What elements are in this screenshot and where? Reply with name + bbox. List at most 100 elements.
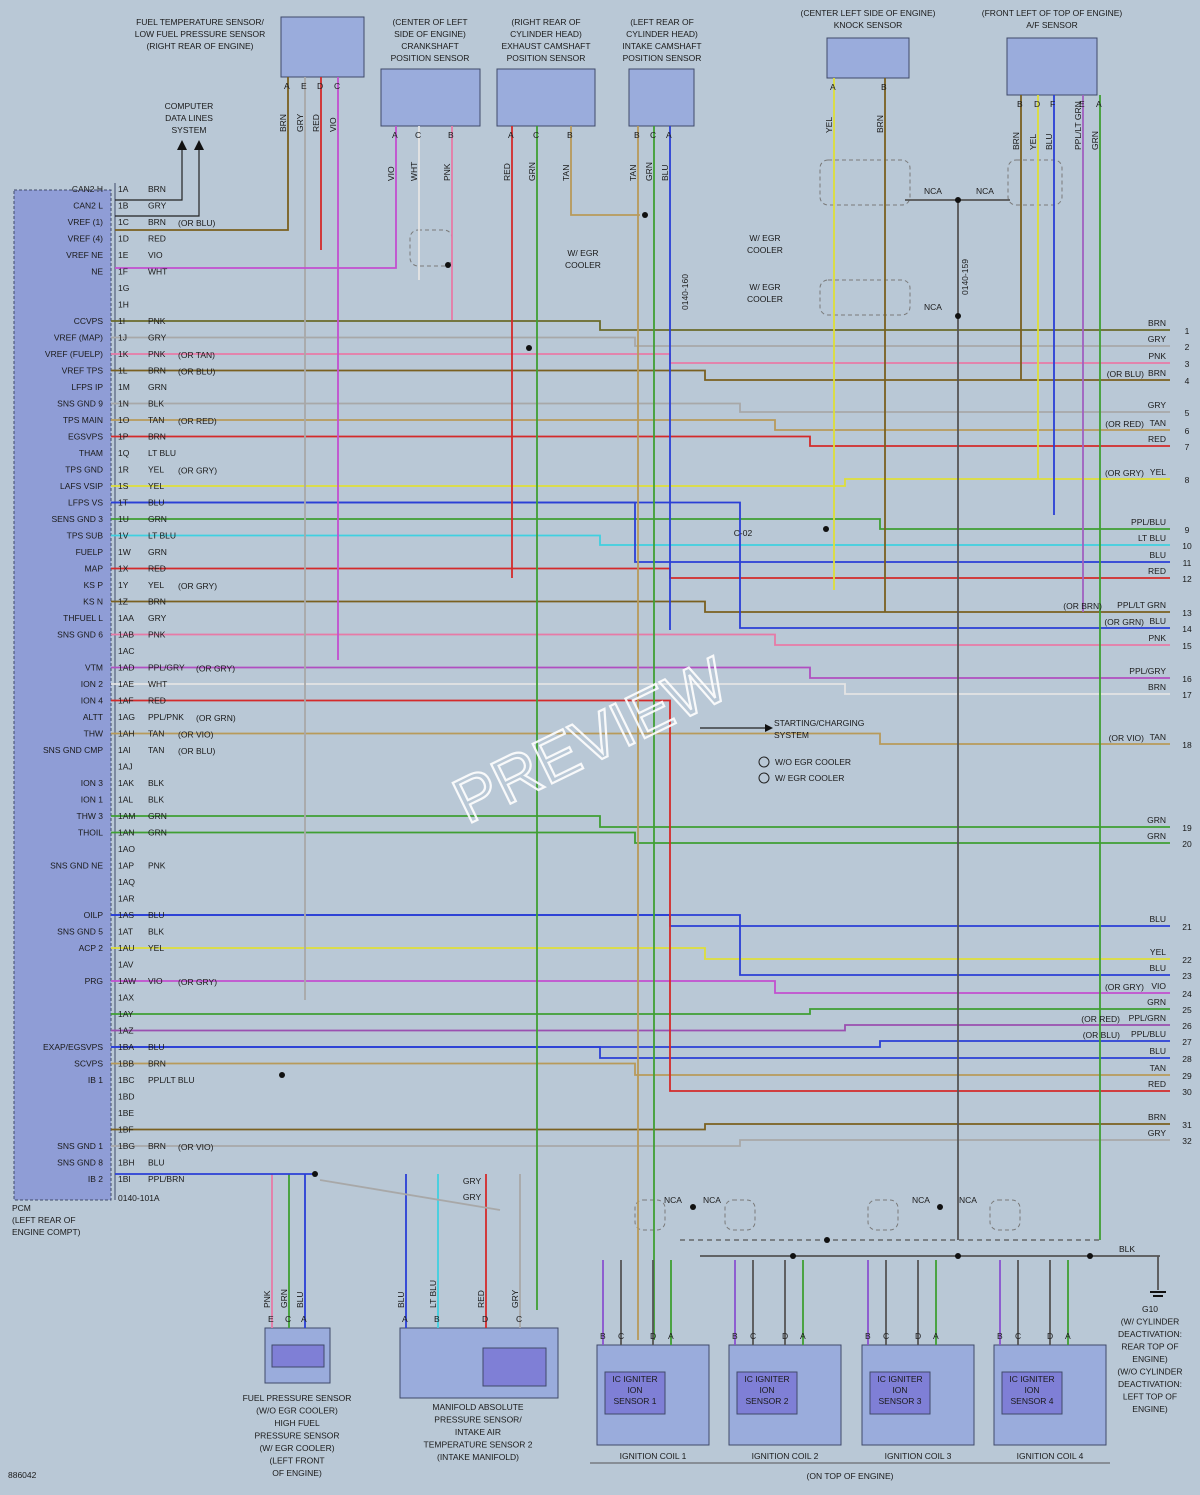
- wire-color-label: GRY: [463, 1176, 482, 1186]
- ground-g10-label: LEFT TOP OF: [1123, 1392, 1177, 1402]
- pcm-wire-color: TAN: [148, 729, 164, 739]
- output-2-number: 2: [1185, 342, 1190, 352]
- sensor-pin: B: [881, 82, 887, 92]
- harness-wire: [111, 683, 1170, 695]
- sensor-pin: B: [567, 130, 573, 140]
- pcm-wire-color: BLK: [148, 399, 164, 409]
- coil-igniter-label: IC IGNITER: [744, 1374, 789, 1384]
- pcm-wire-color: YEL: [148, 465, 164, 475]
- output-24-number: 24: [1182, 989, 1192, 999]
- pcm-pin-1ar: 1AR: [118, 894, 135, 904]
- knock-sensor-label: KNOCK SENSOR: [834, 20, 903, 30]
- coil-pin: A: [668, 1331, 674, 1341]
- sensor-pin: C: [650, 130, 656, 140]
- pcm-wire-color: RED: [148, 696, 166, 706]
- pcm-func: SENS GND 3: [52, 514, 104, 524]
- pcm-pin-1z: 1Z: [118, 597, 128, 607]
- sensor-pin: B: [634, 130, 640, 140]
- connector-c02: C-02: [734, 528, 753, 538]
- preview-watermark: PREVIEW: [442, 643, 739, 837]
- harness-wire: [111, 947, 1170, 960]
- pcm-pin-1ao: 1AO: [118, 844, 135, 854]
- splice-dot: [690, 1204, 696, 1210]
- output-6-color: TAN: [1150, 418, 1166, 428]
- pcm-func: CAN2 L: [73, 201, 103, 211]
- shield-icon: [989, 1199, 1021, 1231]
- output-2-color: GRY: [1148, 334, 1167, 344]
- ignition-coil-4-label: IGNITION COIL 4: [1017, 1451, 1084, 1461]
- pcm-wire-color: WHT: [148, 267, 167, 277]
- map-sensor-label: PRESSURE SENSOR/: [434, 1415, 522, 1425]
- pcm-func: SNS GND 9: [57, 399, 103, 409]
- pcm-func: SNS GND 1: [57, 1141, 103, 1151]
- output-18-number: 18: [1182, 740, 1192, 750]
- bottom-sensor-pin: E: [268, 1314, 274, 1324]
- shield-icon: [819, 279, 911, 316]
- splice-dot: [279, 1072, 285, 1078]
- pcm-func: THFUEL L: [63, 613, 103, 623]
- pcm-wire-color: TAN: [148, 745, 164, 755]
- output-10-number: 10: [1182, 541, 1192, 551]
- pcm-alt-color: (OR GRY): [178, 581, 217, 591]
- starting-charging-label: SYSTEM: [774, 730, 809, 740]
- legend-without-egr: W/O EGR COOLER: [775, 757, 851, 767]
- output-4-alt: (OR BLU): [1107, 369, 1144, 379]
- output-14-alt: (OR GRN): [1104, 617, 1144, 627]
- pcm-wire-color: BRN: [148, 1059, 166, 1069]
- coil-igniter-label: IC IGNITER: [877, 1374, 922, 1384]
- sensor-pin: A: [508, 130, 514, 140]
- arrow-head-icon: [177, 140, 187, 150]
- pcm-pin-1ah: 1AH: [118, 729, 135, 739]
- output-26-alt: (OR RED): [1081, 1014, 1120, 1024]
- pcm-wire-color: PPL/BRN: [148, 1174, 184, 1184]
- output-18-alt: (OR VIO): [1109, 733, 1145, 743]
- pcm-wire-color: PPL/LT BLU: [148, 1075, 194, 1085]
- fuel-pressure-label: (W/ EGR COOLER): [259, 1443, 334, 1453]
- output-7-color: RED: [1148, 434, 1166, 444]
- pcm-label: ENGINE COMPT): [12, 1227, 81, 1237]
- harness-wire: [111, 1123, 1170, 1131]
- output-32-number: 32: [1182, 1136, 1192, 1146]
- coil-sensor-label: SENSOR 4: [1011, 1396, 1054, 1406]
- output-27-color: PPL/BLU: [1131, 1029, 1166, 1039]
- output-11-color: BLU: [1149, 550, 1166, 560]
- sensor-pin: A: [284, 81, 290, 91]
- pcm-pin-1ad: 1AD: [118, 663, 135, 673]
- fuel-pressure-label: OF ENGINE): [272, 1468, 322, 1478]
- shield-icon: [724, 1199, 756, 1231]
- pcm-pin-1p: 1P: [118, 432, 129, 442]
- output-25-number: 25: [1182, 1005, 1192, 1015]
- bottom-sensor-wire-color: PNK: [262, 1290, 272, 1308]
- pcm-func: EXAP/EGSVPS: [43, 1042, 103, 1052]
- coil-sensor-label: SENSOR 2: [746, 1396, 789, 1406]
- pcm-func: TPS MAIN: [63, 415, 103, 425]
- output-19-number: 19: [1182, 823, 1192, 833]
- egr-cooler-label: W/ EGR: [749, 233, 780, 243]
- sensor-wire-color: BLU: [660, 164, 670, 181]
- ground-wire-color: BLK: [1119, 1244, 1135, 1254]
- harness-wire: [111, 501, 1170, 563]
- pcm-wire-color: BLK: [148, 778, 164, 788]
- output-4-color: BRN: [1148, 368, 1166, 378]
- pcm-pin-1d: 1D: [118, 234, 129, 244]
- coil-pin: B: [997, 1331, 1003, 1341]
- harness-wire: [111, 518, 1170, 530]
- pcm-pin-1ag: 1AG: [118, 712, 135, 722]
- pcm-func: THOIL: [78, 828, 103, 838]
- pcm-pin-1aj: 1AJ: [118, 762, 133, 772]
- splice-dot: [526, 345, 532, 351]
- fuel-pressure-label: (W/O EGR COOLER): [256, 1406, 338, 1416]
- sensor-wire-color: YEL: [824, 117, 834, 133]
- output-6-number: 6: [1185, 426, 1190, 436]
- pcm-pin-1ac: 1AC: [118, 646, 135, 656]
- pcm-pin-1ax: 1AX: [118, 993, 134, 1003]
- splice-dot: [445, 262, 451, 268]
- pcm-wire-color: YEL: [148, 580, 164, 590]
- pcm-pin-1v: 1V: [118, 531, 129, 541]
- output-20-color: GRN: [1147, 831, 1166, 841]
- knock-sensor-label: (CENTER LEFT SIDE OF ENGINE): [801, 8, 936, 18]
- arrow-head-icon: [194, 140, 204, 150]
- output-22-color: YEL: [1150, 947, 1166, 957]
- coil-pin: A: [800, 1331, 806, 1341]
- pcm-pin-1bd: 1BD: [118, 1092, 135, 1102]
